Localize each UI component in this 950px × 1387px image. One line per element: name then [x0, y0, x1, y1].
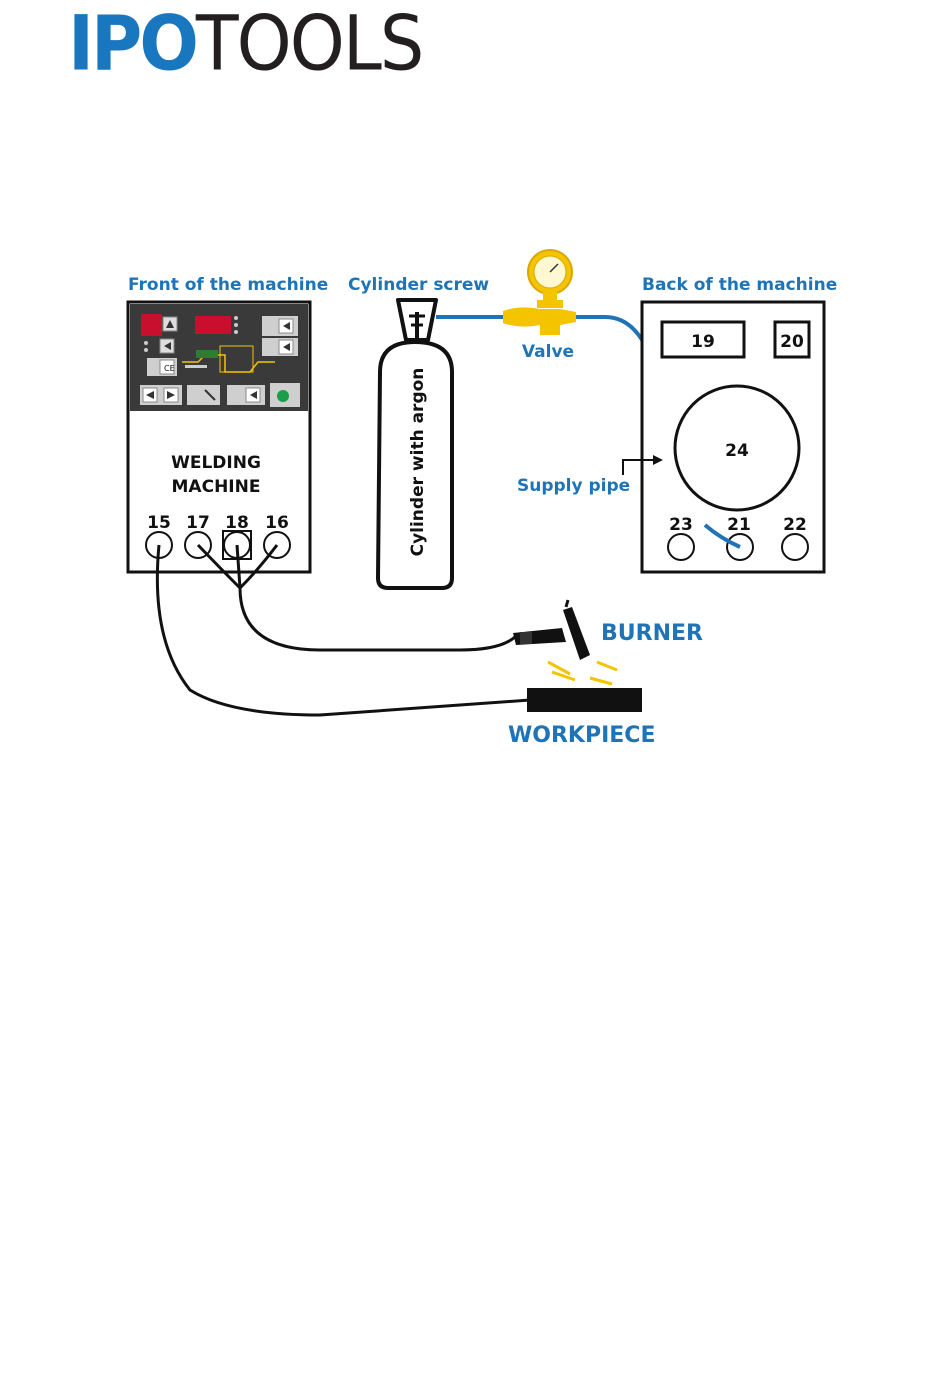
back-box-label: 20 [780, 332, 804, 352]
argon-cylinder: Cylinder with argon [378, 300, 452, 588]
workpiece [527, 688, 642, 712]
svg-text:CE: CE [164, 364, 175, 373]
valve: Valve [503, 250, 576, 362]
machine-label-line2: MACHINE [172, 477, 261, 497]
valve-label: Valve [522, 342, 574, 362]
cylinder-screw-label: Cylinder screw [348, 275, 489, 295]
sparks-icon [548, 662, 617, 684]
machine-label-line1: WELDING [171, 453, 261, 473]
back-machine: 19 20 24 23 21 22 [642, 302, 824, 572]
torch-icon [513, 600, 590, 660]
back-socket-label: 22 [783, 515, 807, 535]
back-box-label: 19 [691, 332, 715, 352]
back-socket-label: 21 [727, 515, 751, 535]
burner-label: BURNER [601, 621, 703, 646]
front-machine: CE WELDING MACHINE 15 17 18 16 [128, 302, 310, 572]
back-label: Back of the machine [642, 275, 837, 295]
burner-cable [240, 588, 515, 650]
socket-23 [668, 534, 694, 560]
supply-pipe-label: Supply pipe [517, 476, 630, 496]
back-socket-label: 23 [669, 515, 693, 535]
fan-label: 24 [725, 441, 749, 461]
front-label: Front of the machine [128, 275, 328, 295]
front-socket-label: 16 [265, 513, 289, 533]
cylinder-label: Cylinder with argon [408, 368, 428, 557]
front-socket-label: 15 [147, 513, 171, 533]
socket-22 [782, 534, 808, 560]
workpiece-label: WORKPIECE [508, 723, 655, 748]
front-socket-label: 17 [186, 513, 210, 533]
